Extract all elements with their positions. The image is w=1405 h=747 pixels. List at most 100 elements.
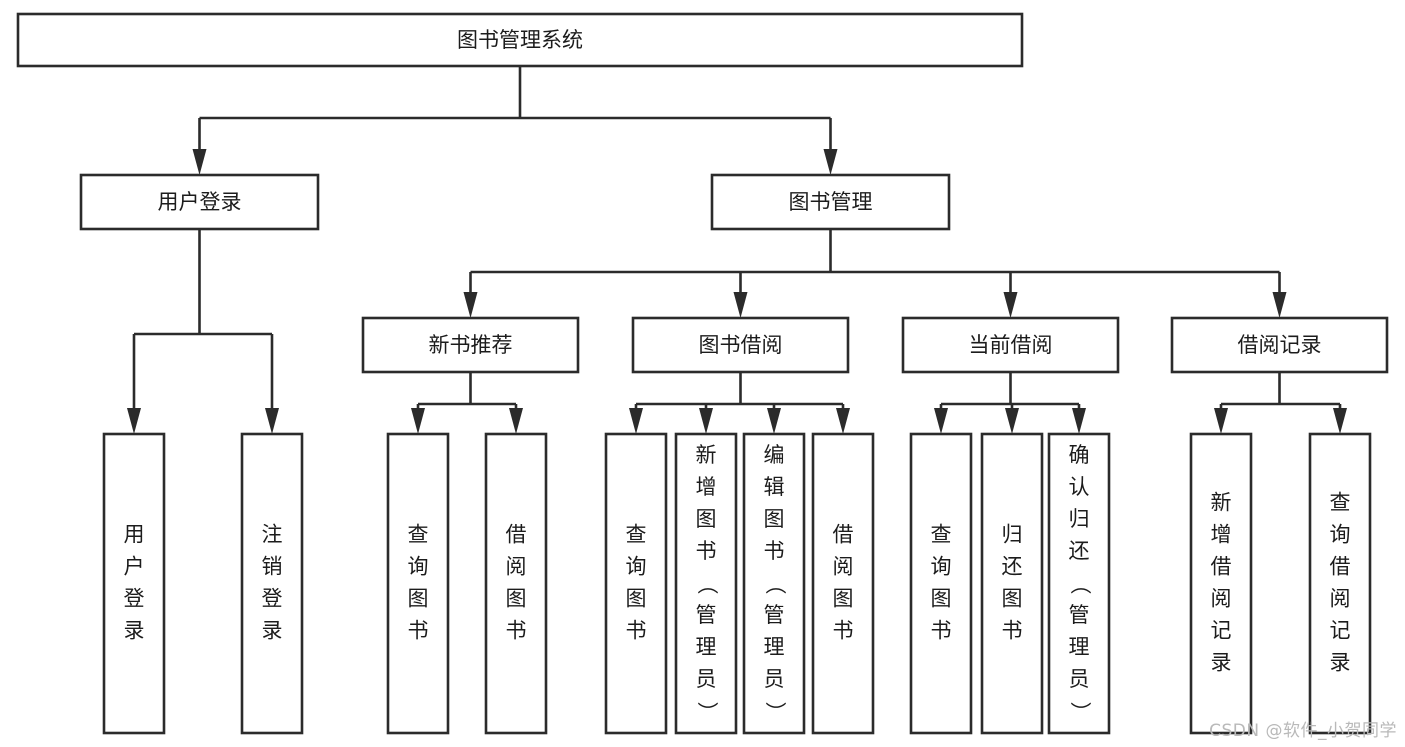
node-label-char: 阅 (833, 555, 854, 579)
node-borrow-record[interactable]: 借阅记录 (1170, 316, 1389, 374)
node-label-char: 询 (931, 555, 952, 579)
node-label-char: 理 (764, 635, 785, 659)
arrow-head-icon (823, 149, 838, 175)
node-label-char: 新 (696, 443, 717, 467)
node-label: 图书借阅 (699, 333, 783, 357)
node-label: 新书推荐 (429, 333, 513, 357)
connector-group-book-manage (463, 229, 1287, 318)
node-box (361, 316, 580, 374)
node-root[interactable]: 图书管理系统 (16, 12, 1024, 68)
node-label-char: 记 (1330, 619, 1351, 643)
node-box (980, 432, 1044, 735)
node-label: 图书管理系统 (457, 28, 583, 52)
node-label-char: ） (763, 702, 787, 723)
node-label-char: （ (1068, 574, 1092, 595)
node-box (710, 173, 951, 231)
node-label: 当前借阅 (969, 333, 1053, 357)
node-label-char: 认 (1069, 475, 1090, 499)
node-box (16, 12, 1024, 68)
node-label-char: 登 (124, 587, 145, 611)
connector-group-current-borrow (934, 372, 1086, 434)
node-label-char: 图 (1002, 587, 1023, 611)
node-box (484, 432, 548, 735)
node-user-login[interactable]: 用户登录 (79, 173, 320, 231)
node-label-char: （ (695, 574, 719, 595)
node-label-char: 查 (408, 523, 429, 547)
node-box (1308, 432, 1372, 735)
arrow-head-icon (463, 292, 478, 318)
connector-group-new-book-rec (411, 372, 523, 434)
node-label-char: 登 (262, 587, 283, 611)
node-label-char: 图 (696, 507, 717, 531)
node-leaf-user-login[interactable]: 用户登录 (102, 432, 166, 735)
node-label-char: 归 (1002, 523, 1023, 547)
arrow-head-icon (934, 408, 948, 434)
node-label-char: 询 (626, 555, 647, 579)
node-label-char: 图 (764, 507, 785, 531)
node-box (604, 432, 668, 735)
node-label-char: 录 (1330, 651, 1351, 675)
connector-layer (127, 66, 1347, 434)
node-label-char: 询 (408, 555, 429, 579)
arrow-head-icon (733, 292, 748, 318)
node-label-char: 录 (1211, 651, 1232, 675)
node-label-char: 图 (833, 587, 854, 611)
node-box (811, 432, 875, 735)
node-new-book-rec[interactable]: 新书推荐 (361, 316, 580, 374)
node-label-char: ） (1068, 702, 1092, 723)
node-label-char: 管 (696, 603, 717, 627)
node-label-char: 员 (1069, 667, 1090, 691)
node-box (631, 316, 850, 374)
arrow-head-icon (192, 149, 207, 175)
node-label-char: 理 (696, 635, 717, 659)
node-label-char: 图 (506, 587, 527, 611)
node-box (79, 173, 320, 231)
node-label-char: 用 (124, 523, 145, 547)
node-label-char: 阅 (1330, 587, 1351, 611)
arrow-head-icon (1333, 408, 1347, 434)
arrow-head-icon (767, 408, 781, 434)
arrow-head-icon (127, 408, 141, 434)
node-book-manage[interactable]: 图书管理 (710, 173, 951, 231)
node-box (909, 432, 973, 735)
node-label-char: 还 (1002, 555, 1023, 579)
node-label: 借阅记录 (1238, 333, 1322, 357)
node-label-char: 图 (408, 587, 429, 611)
node-box (102, 432, 166, 735)
arrow-head-icon (509, 408, 523, 434)
arrow-head-icon (1005, 408, 1019, 434)
node-label-char: 借 (833, 523, 854, 547)
node-box (901, 316, 1120, 374)
node-book-borrow[interactable]: 图书借阅 (631, 316, 850, 374)
node-label-char: 辑 (764, 475, 785, 499)
arrow-head-icon (265, 408, 279, 434)
node-label-char: 注 (262, 523, 283, 547)
node-box (674, 432, 738, 735)
node-label-char: 阅 (1211, 587, 1232, 611)
node-label-char: （ (763, 574, 787, 595)
node-label-char: 阅 (506, 555, 527, 579)
arrow-head-icon (836, 408, 850, 434)
node-current-borrow[interactable]: 当前借阅 (901, 316, 1120, 374)
node-label-char: 图 (626, 587, 647, 611)
arrow-head-icon (629, 408, 643, 434)
node-label-char: ） (695, 702, 719, 723)
node-label-char: 书 (408, 619, 429, 643)
node-label-char: 查 (626, 523, 647, 547)
node-box (1170, 316, 1389, 374)
arrow-head-icon (1072, 408, 1086, 434)
